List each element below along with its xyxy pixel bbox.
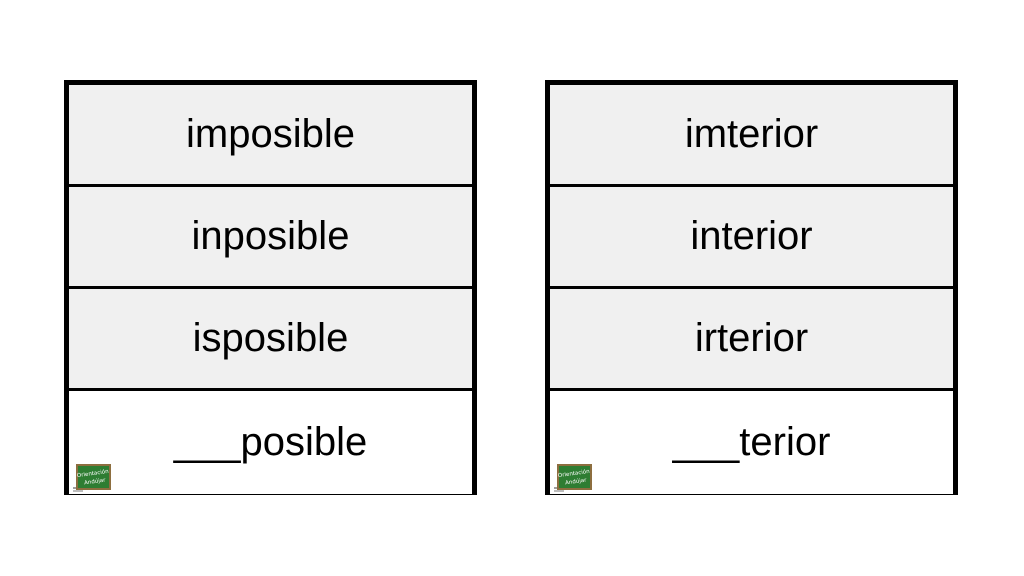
- option-row[interactable]: imposible: [69, 85, 472, 187]
- option-text: inposible: [191, 214, 350, 258]
- svg-text:Orientación: Orientación: [557, 468, 590, 479]
- word-card-posible: imposible inposible isposible ___posible…: [64, 80, 477, 495]
- svg-text:Andújar: Andújar: [84, 476, 107, 486]
- answer-text: ___terior: [672, 420, 831, 464]
- chalkboard-logo-icon: Orientación Andújar: [73, 464, 111, 492]
- option-text: interior: [690, 214, 813, 258]
- chalkboard-logo-icon: Orientación Andújar: [554, 464, 592, 492]
- option-row[interactable]: imterior: [550, 85, 953, 187]
- option-row[interactable]: irterior: [550, 289, 953, 391]
- option-row[interactable]: isposible: [69, 289, 472, 391]
- answer-row: ___terior Orientación Andújar: [550, 391, 953, 494]
- option-text: irterior: [694, 316, 809, 360]
- option-text: imposible: [186, 112, 355, 156]
- option-row[interactable]: interior: [550, 187, 953, 289]
- option-text: imterior: [684, 112, 819, 156]
- option-text: isposible: [192, 316, 349, 360]
- answer-text: ___posible: [173, 420, 368, 464]
- svg-text:Orientación: Orientación: [76, 468, 109, 479]
- svg-text:Andújar: Andújar: [565, 476, 588, 486]
- option-row[interactable]: inposible: [69, 187, 472, 289]
- answer-row: ___posible Orientación Andújar: [69, 391, 472, 494]
- word-card-terior: imterior interior irterior ___terior Ori…: [545, 80, 958, 495]
